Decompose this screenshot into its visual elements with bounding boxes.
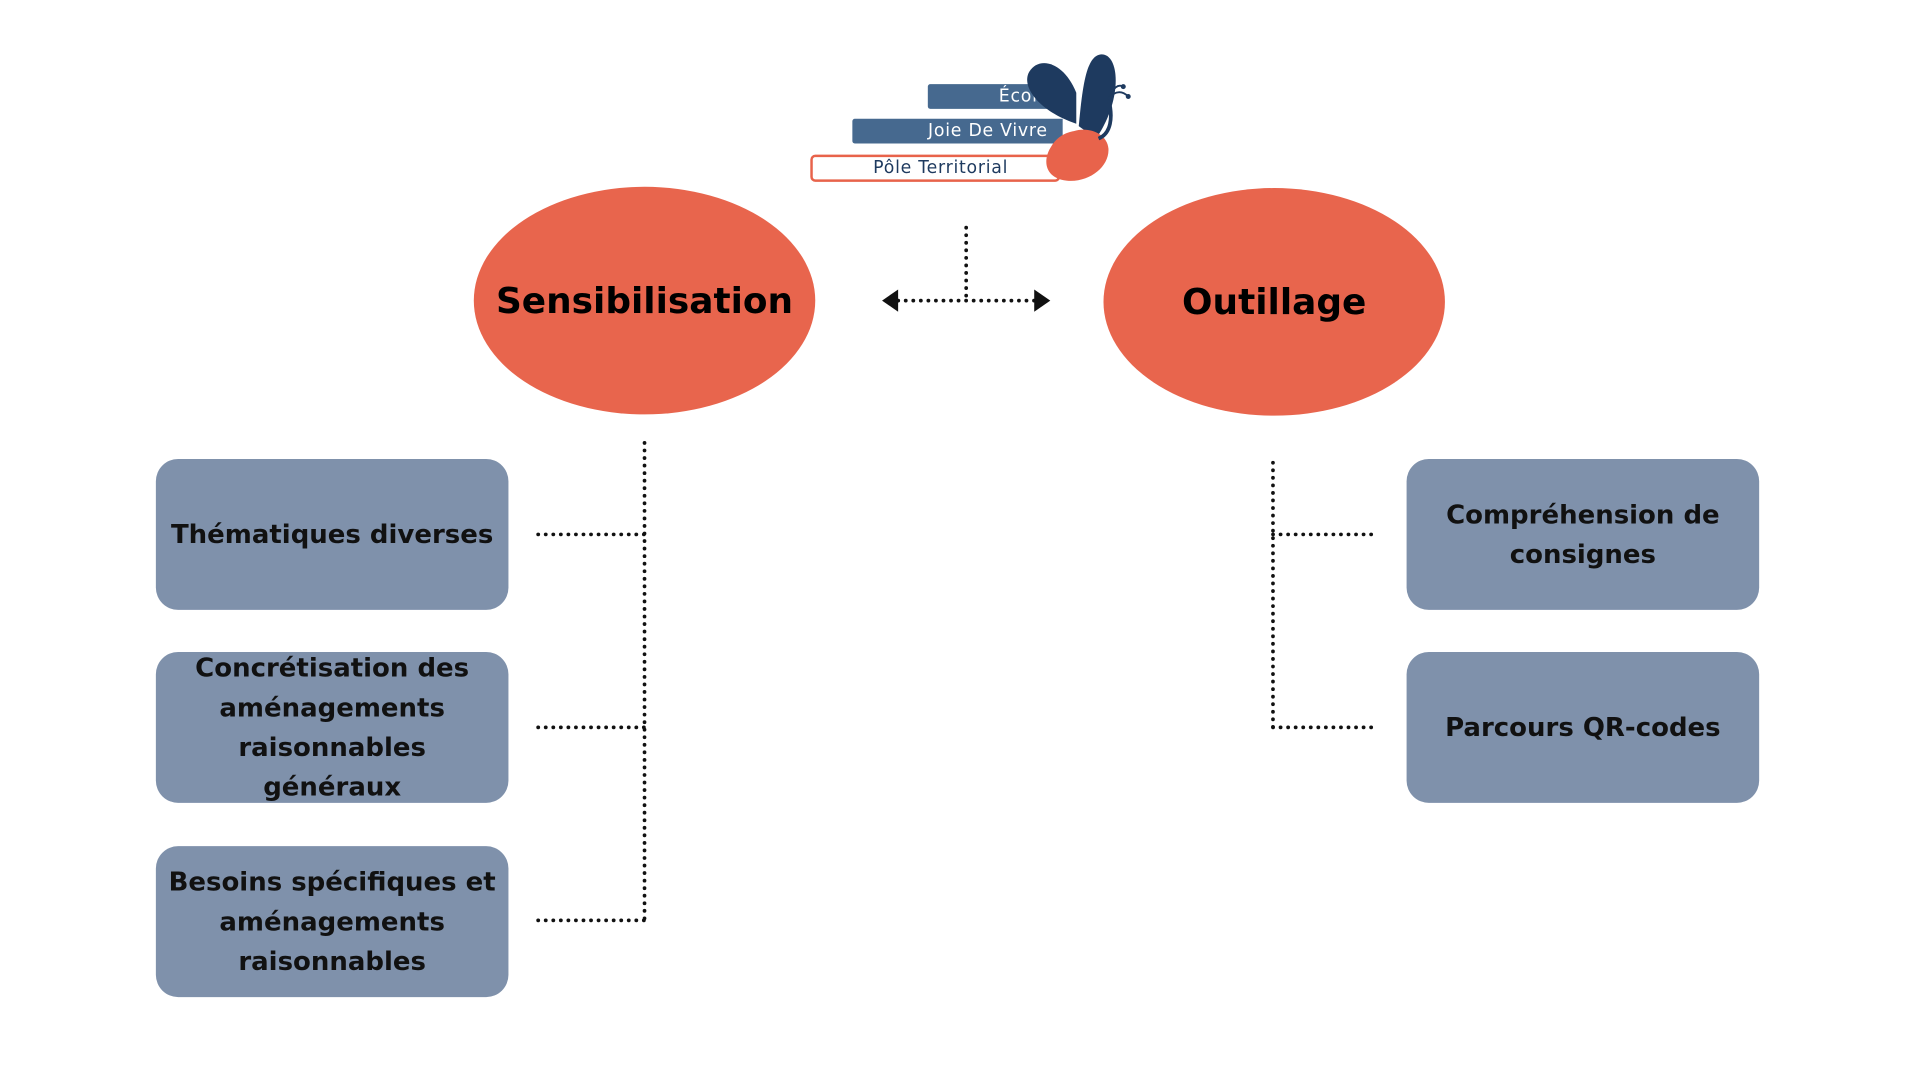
hub-label-outillage: Outillage xyxy=(1182,280,1367,323)
box-besoins-specifiques: Besoins spécifiques et aménagements rais… xyxy=(155,846,509,998)
hub-label-sensibilisation: Sensibilisation xyxy=(495,279,794,322)
box-thematiques-diverses: Thématiques diverses xyxy=(155,458,509,610)
box-parcours-qr-codes: Parcours QR-codes xyxy=(1406,651,1760,803)
box-label: Parcours QR-codes xyxy=(1445,712,1721,743)
hub-sensibilisation: Sensibilisation xyxy=(473,186,816,415)
logo-line-pole-territorial: Pôle Territorial xyxy=(810,154,1061,182)
box-label: Besoins spécifiques et aménagements rais… xyxy=(168,867,496,977)
arrow-left-head xyxy=(882,289,899,312)
box-label: Compréhension de consignes xyxy=(1446,499,1720,570)
box-comprehension-consignes: Compréhension de consignes xyxy=(1406,458,1760,610)
box-label: Thématiques diverses xyxy=(170,519,494,550)
logo-line-joie-de-vivre: Joie De Vivre xyxy=(852,118,1063,144)
school-logo: École Joie De Vivre Pôle Territorial xyxy=(807,49,1141,191)
hub-outillage: Outillage xyxy=(1103,188,1445,416)
butterfly-icon xyxy=(1027,54,1131,181)
box-label: Concrétisation des aménagements raisonna… xyxy=(195,653,470,802)
box-concretisation-amenagements: Concrétisation des aménagements raisonna… xyxy=(155,651,509,803)
arrow-right-head xyxy=(1034,289,1051,312)
